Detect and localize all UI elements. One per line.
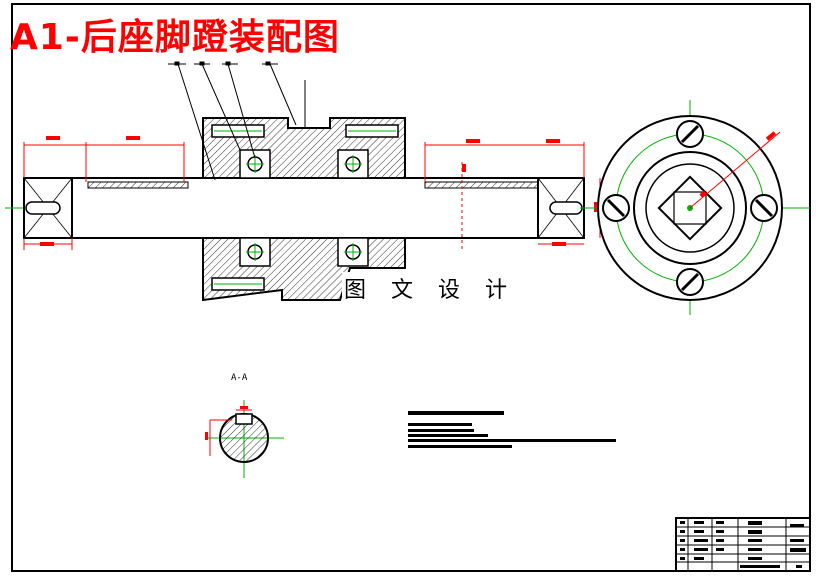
dimension-lines [23, 142, 601, 250]
dimension-text-marks [40, 136, 598, 246]
bearing-upper-left [239, 149, 271, 179]
bolt-head-top [676, 120, 704, 148]
bolt-head-left [602, 194, 630, 222]
right-shoulder [424, 181, 539, 189]
section-a-a [205, 400, 284, 478]
technical-notes [408, 411, 616, 448]
drawing-title: A1-后座脚蹬装配图 [10, 17, 340, 58]
left-slot [25, 201, 61, 215]
watermark: 图 文 设 计 [342, 272, 518, 304]
right-slot [549, 201, 583, 215]
bolt-head-bottom [676, 268, 704, 296]
bolt-head-right [750, 194, 778, 222]
main-view [5, 61, 601, 302]
title-block [675, 517, 811, 572]
end-view [580, 100, 810, 315]
drawing-border [11, 3, 811, 572]
bearing-upper-right [337, 149, 369, 179]
leader-lines [168, 61, 306, 181]
left-shoulder [87, 181, 189, 189]
bearing-lower-left [239, 237, 271, 267]
bearing-lower-right [337, 237, 369, 267]
section-label: A-A [231, 373, 248, 383]
